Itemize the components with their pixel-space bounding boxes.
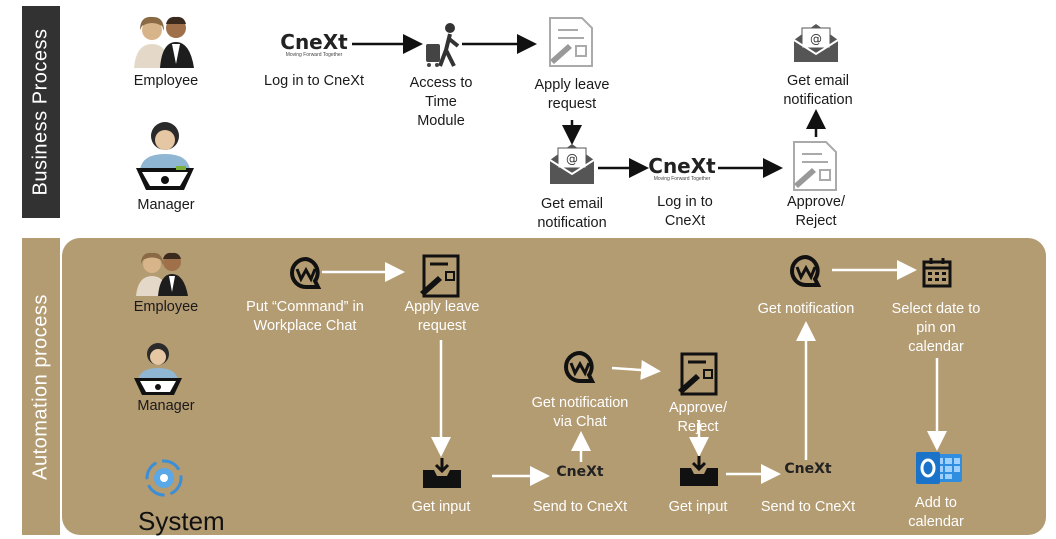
calendar-icon [922, 258, 952, 288]
business-process-bar: Business Process [22, 6, 60, 218]
form-pen-icon [420, 254, 460, 298]
manager-laptop-icon [136, 122, 194, 190]
auto-manager-label: Manager [137, 398, 195, 414]
email-envelope-icon: @ [549, 144, 595, 184]
automation-process-bar: Automation process [22, 238, 60, 535]
outlook-icon [916, 452, 962, 484]
manager-laptop-icon [134, 343, 182, 395]
login-mgr-label-1: Log in to [657, 194, 713, 210]
apply-label-1: Apply leave [534, 77, 610, 93]
auto-approve-label-1: Approve/ [668, 400, 728, 416]
get-notification-label: Get notification [757, 301, 855, 317]
auto-approve-label-2: Reject [677, 419, 719, 435]
access-label-1: Access to [409, 75, 473, 91]
send-1-label: Send to CneXt [532, 499, 628, 515]
auto-apply-label-1: Apply leave [404, 299, 480, 315]
form-pen-icon [549, 17, 593, 67]
employee-label: Employee [133, 73, 199, 89]
add-cal-label-2: calendar [908, 514, 964, 530]
walking-traveler-icon [426, 23, 460, 67]
auto-apply-label-2: request [417, 318, 467, 334]
select-date-label-2: pin on [916, 320, 956, 336]
system-label: System [138, 506, 225, 536]
people-icon [136, 252, 188, 296]
arrow-chat-approve [611, 360, 661, 380]
add-cal-label-1: Add to [915, 495, 957, 511]
notif-chat-label-1: Get notification [531, 395, 629, 411]
access-label-2: Time [425, 94, 457, 110]
automation-panel [62, 238, 1046, 535]
svg-text:@: @ [566, 152, 578, 166]
cnext-logo-icon: CneXt [784, 461, 832, 477]
email-top-label-1: Get email [786, 73, 850, 89]
gear-sync-icon [145, 459, 183, 497]
workplace-chat-icon [790, 254, 822, 287]
approve-label-1: Approve/ [786, 194, 846, 210]
apply-label-2: request [547, 96, 597, 112]
cnext-logo-icon: CneXt [556, 464, 604, 480]
form-pen-icon [678, 352, 718, 396]
svg-text:@: @ [810, 32, 822, 46]
inbox-download-icon [680, 456, 718, 486]
command-label-1: Put “Command” in [246, 299, 364, 315]
notif-chat-label-2: via Chat [553, 414, 607, 430]
get-input-1-label: Get input [411, 499, 471, 515]
email-mgr-label-1: Get email [540, 196, 604, 212]
form-pen-icon [793, 141, 837, 191]
access-label-3: Module [417, 113, 465, 129]
manager-label: Manager [137, 197, 195, 213]
workplace-chat-icon [290, 256, 322, 289]
email-top-label-2: notification [783, 92, 853, 108]
email-mgr-label-2: notification [537, 215, 607, 231]
people-icon [134, 16, 194, 68]
login-mgr-label-2: CneXt [664, 213, 706, 229]
get-input-2-label: Get input [668, 499, 728, 515]
workplace-chat-icon [564, 350, 596, 383]
send-2-label: Send to CneXt [760, 499, 856, 515]
approve-label-2: Reject [795, 213, 837, 229]
auto-employee-label: Employee [133, 299, 199, 315]
email-envelope-icon: @ [793, 24, 839, 62]
inbox-download-icon [423, 458, 461, 488]
login-label: Log in to CneXt [264, 73, 364, 89]
command-label-2: Workplace Chat [253, 318, 357, 334]
select-date-label-1: Select date to [891, 301, 981, 317]
select-date-label-3: calendar [908, 339, 964, 355]
